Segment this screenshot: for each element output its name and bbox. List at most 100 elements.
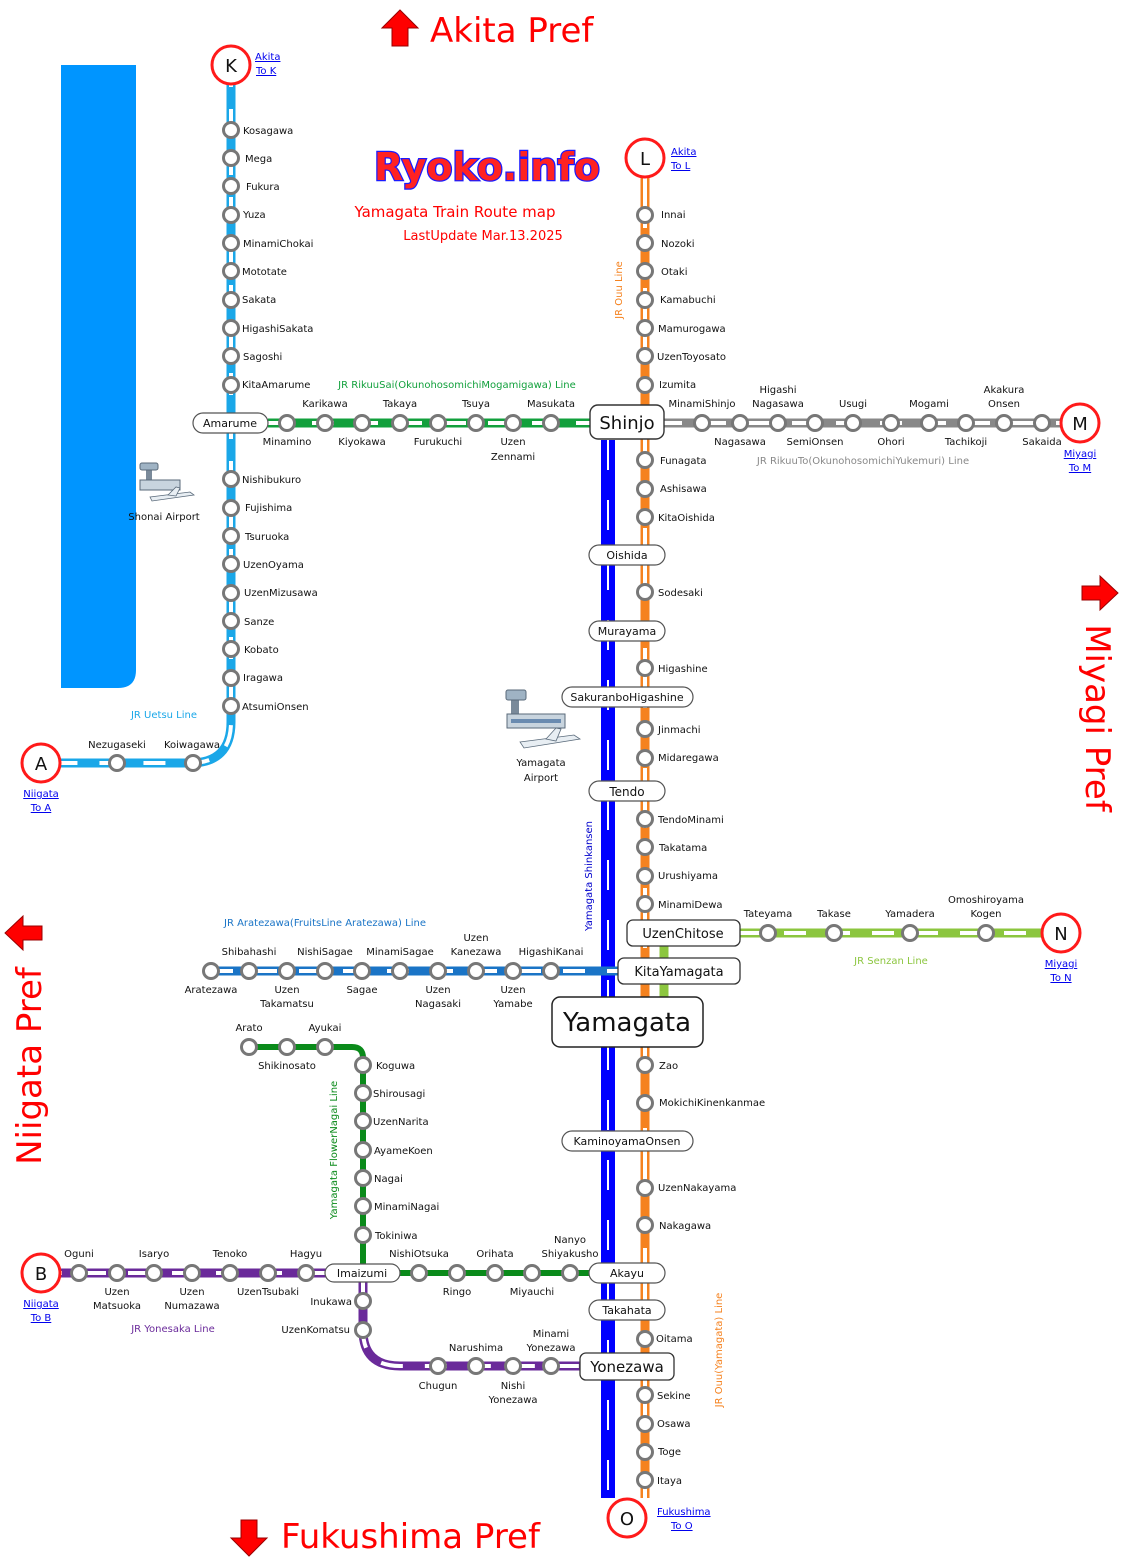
station-dot[interactable] xyxy=(504,414,522,432)
station-dot[interactable] xyxy=(882,414,900,432)
station-dot[interactable] xyxy=(636,480,654,498)
station-dot[interactable] xyxy=(353,962,371,980)
station-dot[interactable] xyxy=(108,1264,126,1282)
station-dot[interactable] xyxy=(184,754,202,772)
station-dot[interactable] xyxy=(636,1056,654,1074)
station-dot[interactable] xyxy=(316,414,334,432)
hub-tendo[interactable]: Tendo xyxy=(588,780,666,802)
station-dot[interactable] xyxy=(636,1330,654,1348)
station-dot[interactable] xyxy=(259,1264,277,1282)
station-dot[interactable] xyxy=(145,1264,163,1282)
station-dot[interactable] xyxy=(636,659,654,677)
station-dot[interactable] xyxy=(504,1357,522,1375)
station-dot[interactable] xyxy=(221,1264,239,1282)
station-dot[interactable] xyxy=(354,1084,372,1102)
terminal-k[interactable]: K Akita To K xyxy=(210,44,280,86)
station-dot[interactable] xyxy=(486,1264,504,1282)
terminal-m[interactable]: M Miyagi To M xyxy=(1059,402,1101,474)
station-dot[interactable] xyxy=(222,376,240,394)
station-dot[interactable] xyxy=(354,1169,372,1187)
station-dot[interactable] xyxy=(636,451,654,469)
station-dot[interactable] xyxy=(429,414,447,432)
station-dot[interactable] xyxy=(222,527,240,545)
station-dot[interactable] xyxy=(636,1443,654,1461)
hub-kitayamagata[interactable]: KitaYamagata xyxy=(617,957,741,985)
station-dot[interactable] xyxy=(759,924,777,942)
station-dot[interactable] xyxy=(222,121,240,139)
station-dot[interactable] xyxy=(995,414,1013,432)
station-dot[interactable] xyxy=(636,206,654,224)
station-dot[interactable] xyxy=(222,206,240,224)
station-dot[interactable] xyxy=(636,347,654,365)
station-dot[interactable] xyxy=(504,962,522,980)
pref-west[interactable]: Niigata Pref xyxy=(4,914,50,1165)
yamagata-airport[interactable]: Yamagata Airport xyxy=(505,689,582,784)
hub-amarume[interactable]: Amarume xyxy=(192,412,269,434)
station-dot[interactable] xyxy=(222,669,240,687)
station-dot[interactable] xyxy=(542,414,560,432)
hub-imaizumi[interactable]: Imaizumi xyxy=(324,1263,401,1283)
station-dot[interactable] xyxy=(636,810,654,828)
station-dot[interactable] xyxy=(222,291,240,309)
station-dot[interactable] xyxy=(636,508,654,526)
hub-sakuranbohigashine[interactable]: SakuranboHigashine xyxy=(561,686,694,708)
station-dot[interactable] xyxy=(448,1264,466,1282)
station-dot[interactable] xyxy=(222,234,240,252)
station-dot[interactable] xyxy=(636,1386,654,1404)
hub-akayu[interactable]: Akayu xyxy=(588,1262,666,1284)
terminal-a[interactable]: A Niigata To A xyxy=(20,742,62,814)
station-dot[interactable] xyxy=(901,924,919,942)
station-dot[interactable] xyxy=(636,1415,654,1433)
station-dot[interactable] xyxy=(183,1264,201,1282)
terminal-o[interactable]: O Fukushima To O xyxy=(606,1497,711,1539)
station-dot[interactable] xyxy=(222,697,240,715)
station-dot[interactable] xyxy=(636,1094,654,1112)
station-dot[interactable] xyxy=(636,749,654,767)
station-dot[interactable] xyxy=(354,1226,372,1244)
hub-uzenchitose[interactable]: UzenChitose xyxy=(626,919,741,947)
station-dot[interactable] xyxy=(316,962,334,980)
station-dot[interactable] xyxy=(278,962,296,980)
station-dot[interactable] xyxy=(410,1264,428,1282)
station-dot[interactable] xyxy=(240,1038,258,1056)
station-dot[interactable] xyxy=(429,962,447,980)
station-dot[interactable] xyxy=(467,1357,485,1375)
station-dot[interactable] xyxy=(636,1471,654,1489)
station-dot[interactable] xyxy=(542,1357,560,1375)
station-dot[interactable] xyxy=(636,234,654,252)
station-dot[interactable] xyxy=(957,414,975,432)
station-dot[interactable] xyxy=(222,347,240,365)
station-dot[interactable] xyxy=(353,414,371,432)
station-dot[interactable] xyxy=(391,962,409,980)
station-dot[interactable] xyxy=(636,867,654,885)
station-dot[interactable] xyxy=(222,262,240,280)
station-dot[interactable] xyxy=(222,149,240,167)
station-dot[interactable] xyxy=(354,1321,372,1339)
station-dot[interactable] xyxy=(354,1112,372,1130)
station-dot[interactable] xyxy=(222,470,240,488)
station-dot[interactable] xyxy=(693,414,711,432)
hub-oishida[interactable]: Oishida xyxy=(588,544,666,566)
station-dot[interactable] xyxy=(636,1216,654,1234)
station-dot[interactable] xyxy=(222,319,240,337)
pref-east[interactable]: Miyagi Pref xyxy=(1077,574,1119,813)
pref-south[interactable]: Fukushima Pref xyxy=(229,1517,541,1557)
station-dot[interactable] xyxy=(1033,414,1051,432)
station-dot[interactable] xyxy=(920,414,938,432)
station-dot[interactable] xyxy=(769,414,787,432)
station-dot[interactable] xyxy=(297,1264,315,1282)
station-dot[interactable] xyxy=(636,291,654,309)
terminal-l[interactable]: L Akita To L xyxy=(624,137,696,179)
station-dot[interactable] xyxy=(222,612,240,630)
station-dot[interactable] xyxy=(977,924,995,942)
station-dot[interactable] xyxy=(391,414,409,432)
hub-shinjo[interactable]: Shinjo xyxy=(589,404,665,440)
station-dot[interactable] xyxy=(240,962,258,980)
station-dot[interactable] xyxy=(806,414,824,432)
hub-yonezawa[interactable]: Yonezawa xyxy=(579,1352,675,1381)
station-dot[interactable] xyxy=(561,1264,579,1282)
station-dot[interactable] xyxy=(354,1141,372,1159)
station-dot[interactable] xyxy=(278,1038,296,1056)
hub-yamagata[interactable]: Yamagata xyxy=(551,996,704,1048)
hub-murayama[interactable]: Murayama xyxy=(588,620,666,642)
